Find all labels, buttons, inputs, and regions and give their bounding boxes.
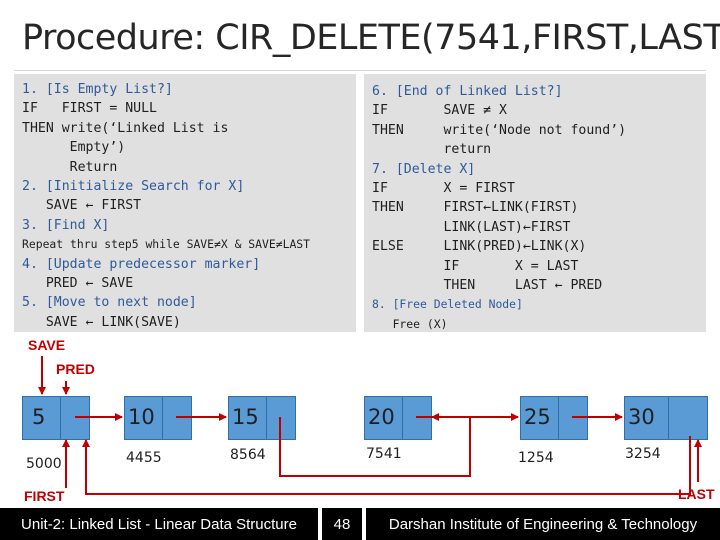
node-address: 3254	[625, 446, 661, 462]
node-info: 5	[32, 405, 46, 429]
code-line: 8. [Free Deleted Node]	[372, 297, 523, 312]
pred-pointer-label: PRED	[56, 361, 95, 377]
code-line: 1. [Is Empty List?]	[22, 82, 173, 97]
code-box-left: 1. [Is Empty List?] IF FIRST = NULL THEN w…	[14, 74, 356, 332]
title-divider	[14, 70, 706, 71]
code-line: 6. [End of Linked List?]	[372, 84, 563, 99]
code-line: THEN write(‘Linked List is	[22, 120, 229, 136]
save-pointer-label: SAVE	[28, 337, 66, 353]
footer-page-number: 48	[322, 508, 362, 540]
code-line: IF SAVE ≠ X	[372, 103, 507, 119]
code-line: IF X = FIRST	[372, 181, 515, 196]
code-line: 3. [Find X]	[22, 217, 110, 233]
code-line: 4. [Update predecessor marker]	[22, 256, 261, 272]
code-line: IF FIRST = NULL	[22, 101, 157, 117]
node-info: 10	[128, 405, 155, 429]
code-line: SAVE ← FIRST	[22, 198, 142, 214]
code-line: PRED ← SAVE	[22, 276, 134, 291]
code-box-right: 6. [End of Linked List?] IF SAVE ≠ X THEN …	[364, 74, 706, 332]
node-info: 15	[232, 405, 259, 429]
first-pointer-label: FIRST	[24, 488, 65, 504]
code-line: Free (X)	[372, 316, 448, 331]
code-line: Empty’)	[22, 140, 126, 156]
code-line: 5. [Move to next node]	[22, 295, 197, 311]
slide-title: Procedure: CIR_DELETE(7541,FIRST,LAST)	[22, 18, 720, 58]
node-address: 4455	[126, 450, 162, 466]
node-link-field	[668, 397, 707, 439]
code-line: THEN FIRST←LINK(FIRST)	[372, 200, 579, 216]
last-pointer-label: LAST	[678, 486, 715, 502]
node-link-field	[60, 397, 89, 439]
link-arrow	[279, 413, 471, 477]
code-line: 2. [Initialize Search for X]	[22, 179, 245, 194]
node-address: 1254	[518, 450, 554, 466]
code-line: THEN write(‘Node not found’)	[372, 122, 627, 138]
list-node	[624, 396, 708, 440]
code-line: Return	[22, 159, 118, 175]
code-line: Repeat thru step5 while SAVE≠X & SAVE≠LA…	[22, 237, 311, 252]
node-address: 8564	[230, 447, 266, 463]
list-node	[228, 396, 296, 440]
node-info: 30	[628, 405, 655, 429]
node-address: 5000	[26, 456, 62, 472]
code-line: return	[372, 142, 492, 158]
code-line: ELSE LINK(PRED)←LINK(X)	[372, 239, 587, 255]
node-info: 20	[368, 405, 395, 429]
footer-unit: Unit-2: Linked List - Linear Data Struct…	[0, 508, 318, 540]
footer-institute: Darshan Institute of Engineering & Techn…	[366, 508, 720, 540]
pointer-arrows	[38, 356, 702, 495]
node-address: 7541	[366, 446, 402, 462]
code-line: IF X = LAST	[372, 258, 579, 274]
code-line: THEN LAST ← PRED	[372, 278, 603, 293]
code-line: LINK(LAST)←FIRST	[372, 219, 571, 235]
code-line: SAVE ← LINK(SAVE)	[22, 314, 181, 330]
node-info: 25	[524, 405, 551, 429]
code-line: 7. [Delete X]	[372, 161, 476, 177]
circular-link-arrow	[82, 436, 691, 495]
